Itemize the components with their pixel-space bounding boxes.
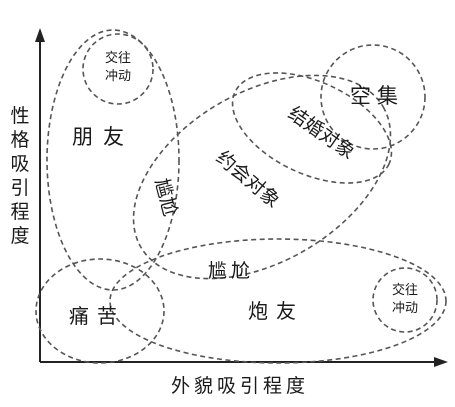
- y-char-4: 程: [10, 201, 29, 223]
- pain-label: 痛苦: [69, 304, 125, 328]
- y-char-2: 吸: [10, 153, 29, 175]
- awkward-bottom-label: 尴尬: [208, 260, 254, 282]
- y-axis-label: 性 格 吸 引 程 度: [10, 105, 29, 247]
- impulse-right-label-line1: 交往: [392, 282, 418, 298]
- x-axis-arrow: [434, 357, 448, 367]
- date-target-label: 约会对象: [212, 147, 284, 213]
- marriage-region: [231, 72, 393, 184]
- y-char-0: 性: [10, 105, 29, 127]
- y-char-1: 格: [10, 129, 29, 151]
- marriage-target-label: 结婚对象: [284, 102, 359, 164]
- hookup-label: 炮友: [248, 299, 304, 323]
- y-char-3: 引: [10, 177, 29, 199]
- empty-set-label: 空集: [350, 84, 404, 108]
- empty-set-region: [320, 44, 426, 150]
- friend-label: 朋友: [72, 125, 134, 149]
- y-axis-arrow: [35, 28, 45, 42]
- impulse-top-label-line2: 冲动: [105, 69, 131, 84]
- awkward-left-label: 尴尬: [150, 176, 181, 218]
- hookup-region: [109, 238, 447, 364]
- impulse-right-label-line2: 冲动: [392, 301, 418, 316]
- impulse-top-label-line1: 交往: [105, 50, 131, 66]
- impulse-right-region: [372, 267, 438, 333]
- x-axis-label: 外貌吸引程度: [171, 375, 309, 397]
- pain-region: [35, 258, 165, 364]
- impulse-top-region: [82, 33, 154, 105]
- y-char-5: 度: [10, 225, 29, 247]
- date-region: [132, 74, 392, 280]
